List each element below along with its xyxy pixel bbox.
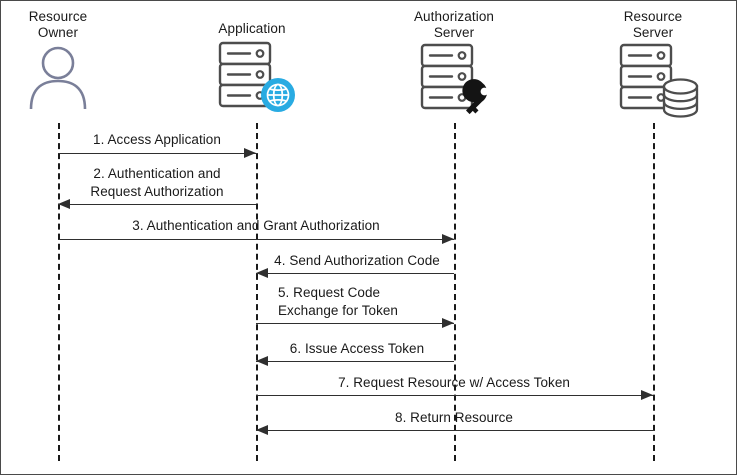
actor-resource-owner-label: Resource Owner — [28, 9, 88, 40]
actor-application-label: Application — [218, 21, 286, 36]
message-8-label: 8. Return Resource — [395, 410, 513, 425]
message-1-label: 1. Access Application — [93, 132, 221, 147]
lifeline-application — [256, 123, 258, 461]
lifeline-resource-server — [653, 123, 655, 461]
lifeline-authorization-server — [454, 123, 456, 461]
message-6-label: 6. Issue Access Token — [289, 341, 425, 356]
actor-resource-owner[interactable]: Resource Owner — [1, 9, 138, 117]
server-rack-key-icon — [404, 43, 504, 117]
actor-resource-server-label: Resource Server — [623, 9, 683, 40]
actor-resource-server[interactable]: Resource Server — [573, 9, 733, 118]
lifeline-resource-owner — [58, 123, 60, 461]
message-2-label: 2. Authentication and Request Authorizat… — [90, 166, 224, 199]
actor-authorization-server-label: Authorization Server — [413, 9, 495, 40]
database-icon — [662, 78, 699, 118]
server-rack-globe-icon — [202, 41, 302, 115]
actor-authorization-server[interactable]: Authorization Server — [374, 9, 534, 117]
message-3-label: 3. Authentication and Grant Authorizatio… — [132, 218, 380, 233]
message-4-label: 4. Send Authorization Code — [274, 253, 440, 268]
actor-application[interactable]: Application — [172, 21, 332, 115]
server-rack-database-icon — [603, 43, 703, 118]
message-5-label: 5. Request Code Exchange for Token — [278, 285, 398, 318]
person-icon — [8, 43, 108, 117]
globe-icon — [261, 78, 295, 112]
key-icon — [462, 79, 489, 115]
message-7-label: 7. Request Resource w/ Access Token — [338, 375, 570, 390]
